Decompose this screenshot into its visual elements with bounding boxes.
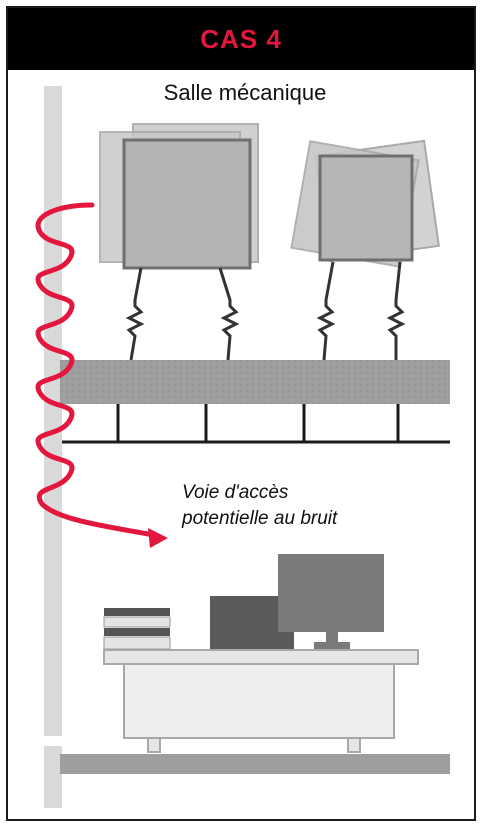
ceiling-hangers [62,404,450,444]
noise-path-label: Voie d'accès potentielle au bruit [182,480,337,532]
case-title: CAS 4 [200,23,282,54]
building-wall [44,86,62,736]
case-header: CAS 4 [8,8,474,70]
vibrating-equipment-icon [99,123,259,270]
building-wall-lower [44,746,62,808]
lower-floor-slab [60,754,450,774]
mechanical-room-label: Salle mécanique [163,80,327,105]
arrowhead-icon [148,528,168,548]
office-desk-icon [103,649,419,753]
books-icon [103,608,171,650]
noise-path-label-line1: Voie d'accès [182,482,289,503]
noise-wave-arrow-icon [35,202,161,539]
computer-monitor-icon [278,554,384,650]
spring-isolator-icon [125,261,406,361]
vibrating-equipment-icon [290,139,440,268]
noise-path-label-line2: potentielle au bruit [182,508,338,529]
